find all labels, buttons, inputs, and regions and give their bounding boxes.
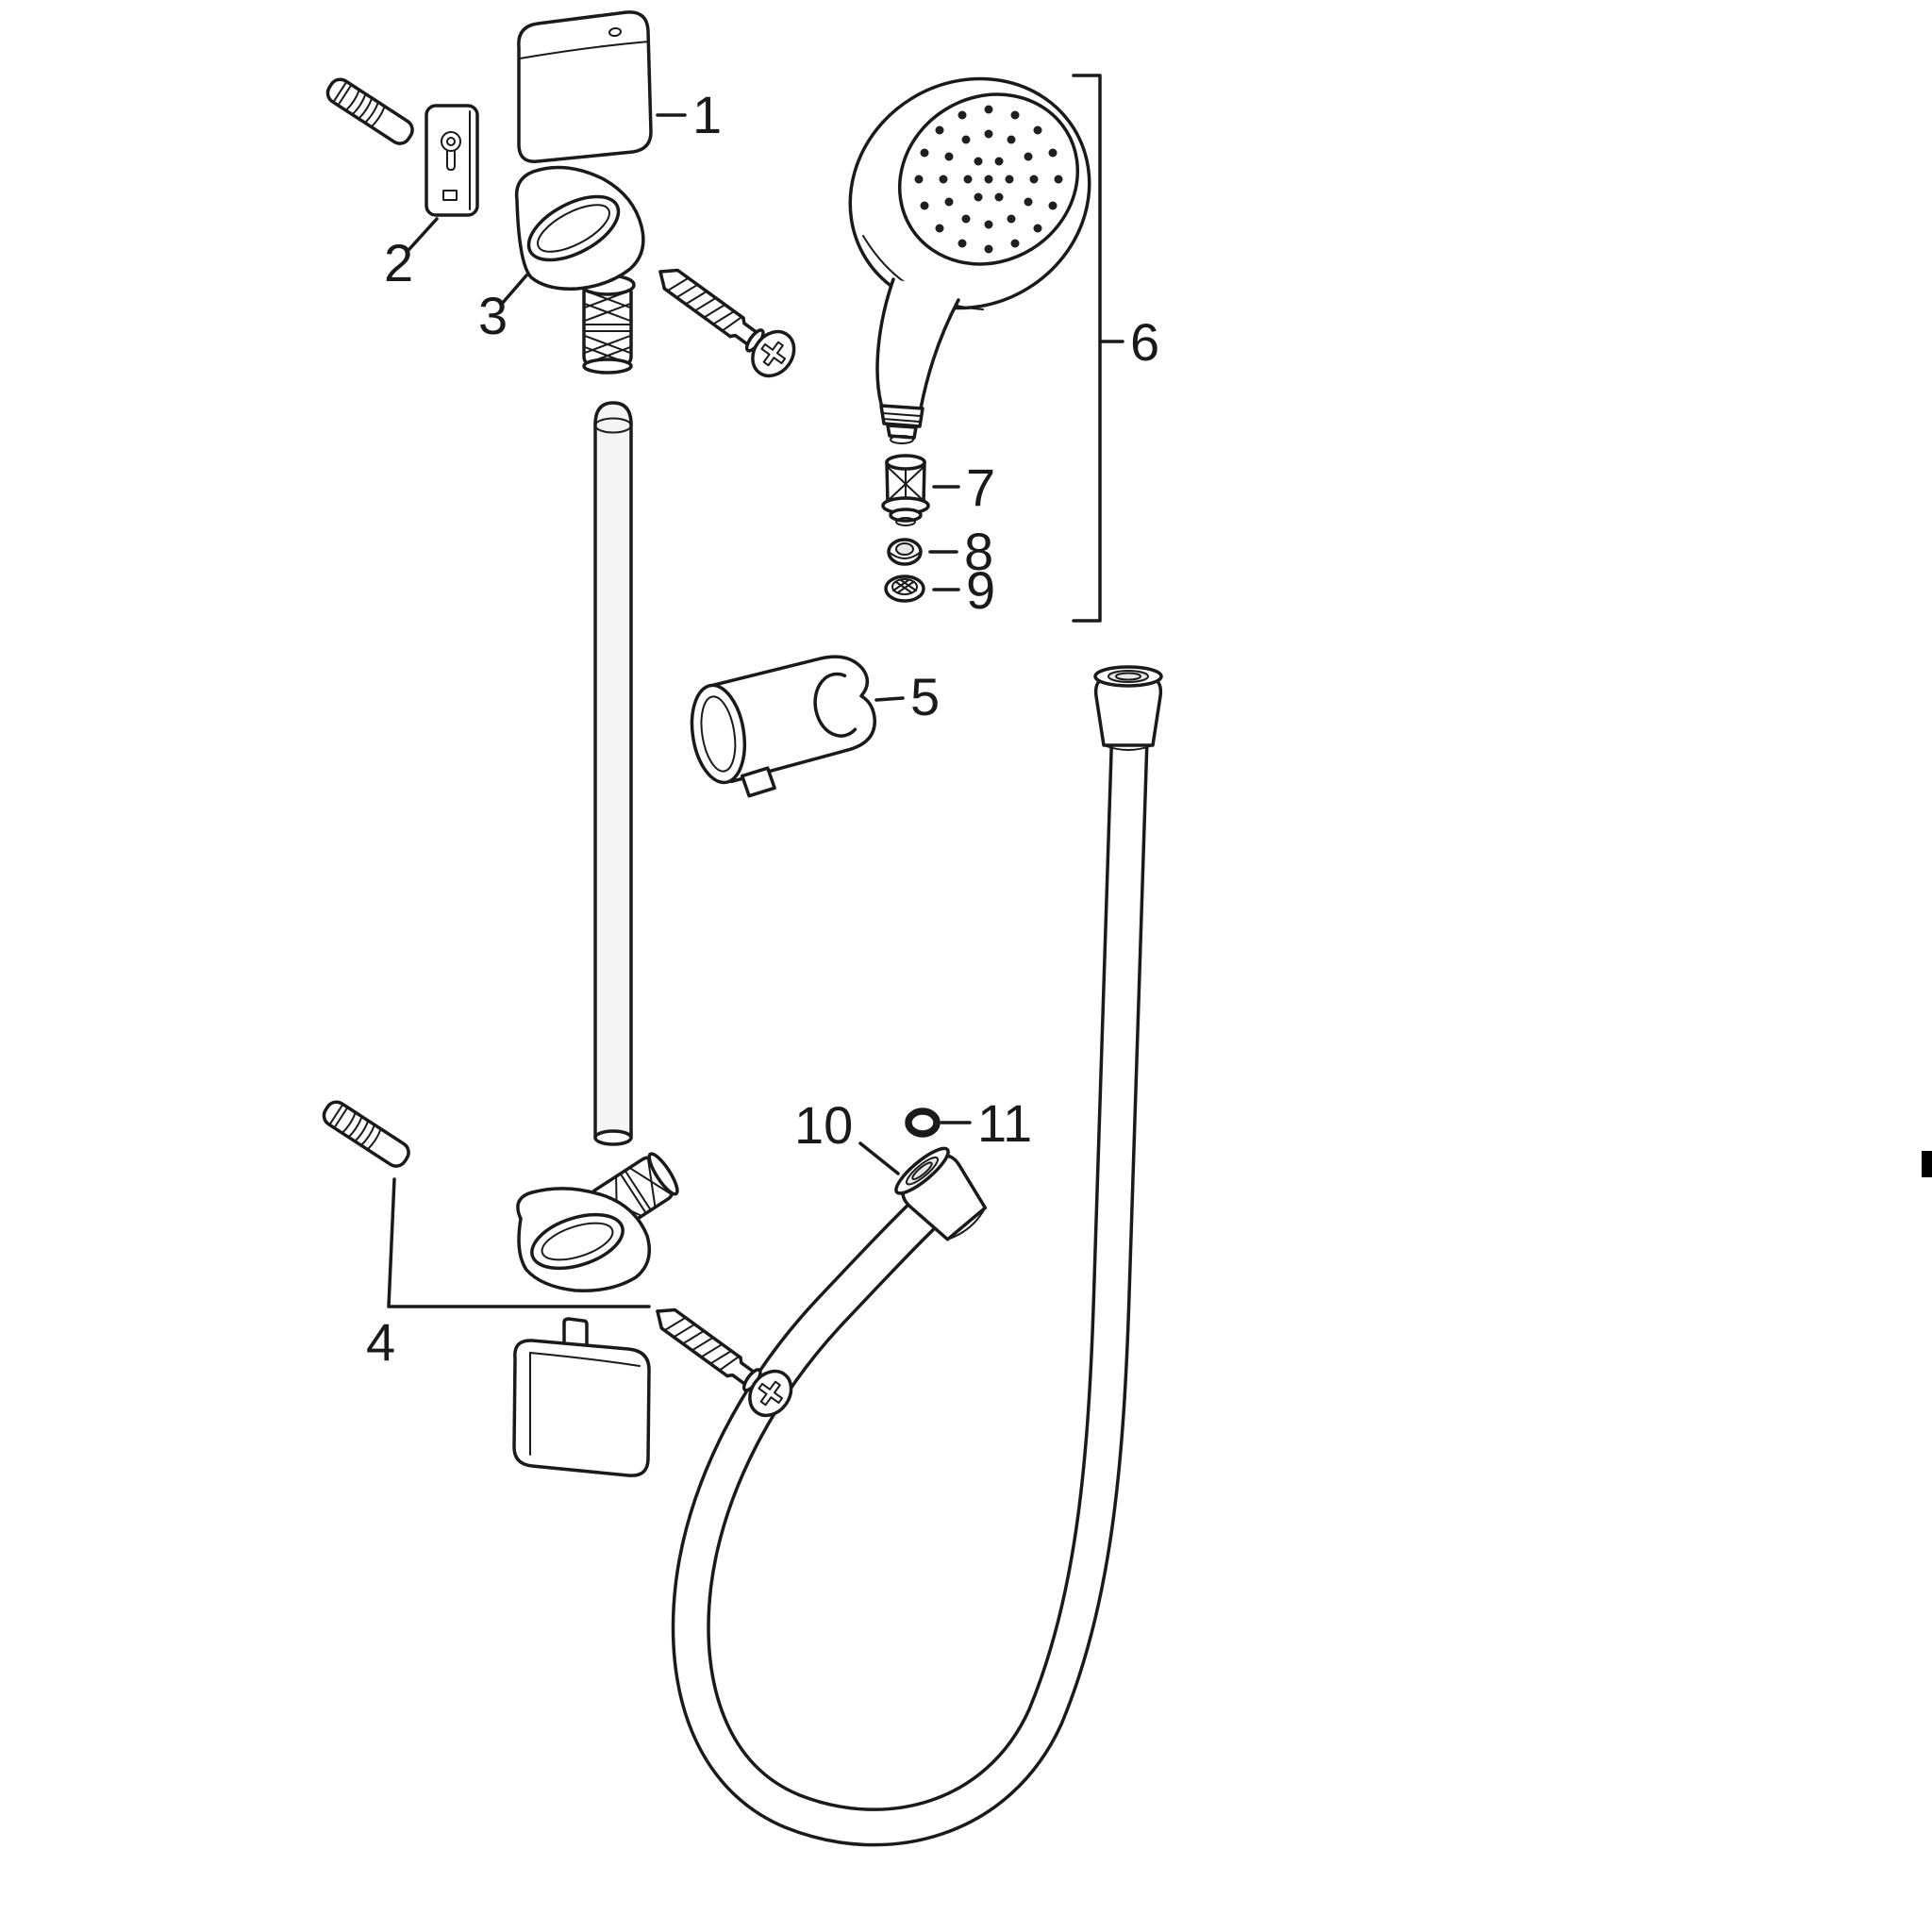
cap-hole bbox=[608, 26, 622, 38]
callout-3-leader bbox=[500, 274, 528, 306]
plate-keyhole bbox=[441, 131, 461, 152]
callout-6-label: 6 bbox=[1130, 312, 1159, 372]
hose-nut-top bbox=[1093, 665, 1163, 751]
phillips-cross-bottom bbox=[758, 1380, 784, 1407]
part-9-filter-screen bbox=[884, 575, 925, 603]
part-3-expansion-sleeve bbox=[579, 274, 636, 375]
shower-hose bbox=[671, 665, 1163, 1847]
part-8-seal-washer bbox=[887, 538, 923, 566]
screw-head bbox=[751, 329, 796, 378]
callout-9-label: 9 bbox=[966, 560, 995, 620]
part-11-o-ring bbox=[905, 1108, 941, 1138]
cap-hook bbox=[562, 1317, 589, 1347]
bracket-opening-bottom bbox=[530, 1212, 625, 1271]
mounting-screw-bottom bbox=[656, 1307, 793, 1418]
part-7-filter-insert bbox=[881, 454, 930, 526]
part-2-mounting-plate bbox=[425, 104, 479, 217]
part-6-hand-shower bbox=[848, 76, 1091, 444]
callout-4-label: 4 bbox=[366, 1312, 395, 1372]
part-2-wall-anchor bbox=[325, 77, 414, 145]
bottom-wall-anchor bbox=[322, 1100, 410, 1168]
spray-nozzle-dots bbox=[914, 105, 1063, 254]
screw-head-bottom bbox=[748, 1369, 793, 1418]
part-4-rail-bracket-bottom bbox=[516, 1187, 651, 1292]
slider-release-tab bbox=[740, 766, 776, 798]
callout-7-label: 7 bbox=[966, 458, 995, 517]
callout-10-label: 10 bbox=[794, 1095, 853, 1155]
edge-mark bbox=[1922, 1151, 1932, 1177]
hose-nut-bottom bbox=[894, 1146, 988, 1241]
part-1-cover-cap bbox=[517, 10, 653, 163]
callout-2-leader bbox=[408, 217, 439, 251]
phillips-cross bbox=[760, 341, 787, 367]
callout-6-bracket bbox=[1072, 74, 1102, 623]
callout-1-label: 1 bbox=[692, 85, 722, 144]
wall-bar bbox=[593, 401, 633, 1146]
slider-bar-opening bbox=[813, 672, 858, 738]
callout-11-label: 11 bbox=[977, 1093, 1032, 1153]
mounting-screw-top bbox=[658, 268, 796, 378]
handle bbox=[875, 277, 895, 406]
callout-3-label: 3 bbox=[478, 286, 508, 345]
bracket-opening bbox=[526, 194, 621, 262]
callout-4-leader bbox=[387, 1177, 651, 1308]
callout-10-leader bbox=[858, 1141, 900, 1175]
bottom-cover-cap bbox=[512, 1317, 651, 1477]
callout-8-label: 8 bbox=[964, 522, 993, 581]
part-5-slider-holder bbox=[690, 655, 876, 798]
callout-5-label: 5 bbox=[910, 667, 940, 726]
callout-2-label: 2 bbox=[384, 233, 413, 292]
callout-5-leader bbox=[874, 696, 905, 702]
part-3-rail-bracket bbox=[514, 165, 645, 291]
